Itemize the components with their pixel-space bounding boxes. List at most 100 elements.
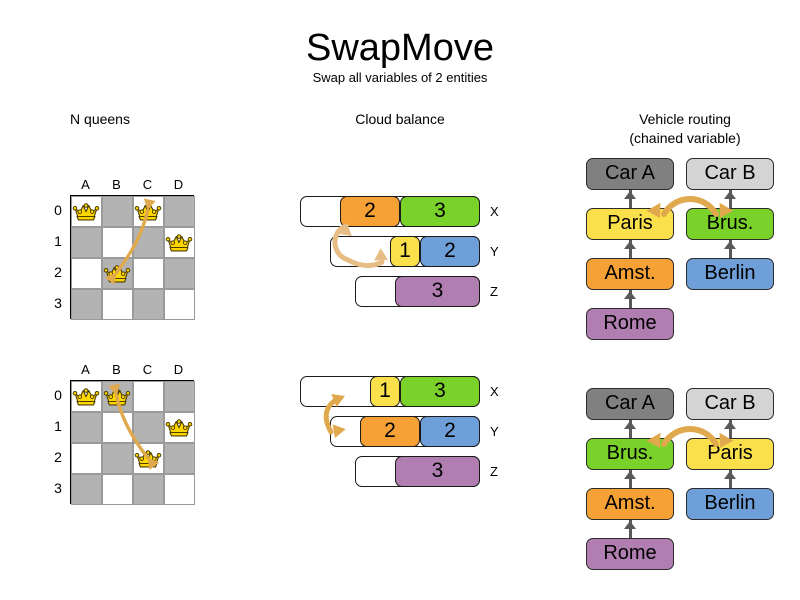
route-node-left-cara[interactable]: Car A <box>586 388 674 420</box>
cloud-swap-arrow <box>323 394 346 438</box>
route-link <box>728 190 732 208</box>
route-arrow-icon <box>724 191 736 199</box>
route-link <box>628 520 632 538</box>
board-column-label-B: B <box>112 177 121 192</box>
board-column-label-C: C <box>142 362 153 377</box>
board-cell-B3[interactable] <box>101 288 133 320</box>
cloud-process-Y-1[interactable]: 2 <box>420 236 480 267</box>
route-node-left-cara[interactable]: Car A <box>586 158 674 190</box>
board-column-label-D: D <box>173 362 184 377</box>
cloud-label-X: X <box>490 204 499 219</box>
section-title-cloud-balance: Cloud balance <box>355 111 445 127</box>
route-link <box>628 240 632 258</box>
cloud-process-Z-0[interactable]: 3 <box>395 456 480 487</box>
board-row-label-0: 0 <box>54 387 62 403</box>
route-link <box>728 470 732 488</box>
queen-icon <box>72 388 99 406</box>
cloud-swap-arrow <box>332 223 388 268</box>
queen-D1[interactable] <box>165 231 193 253</box>
route-arrow-icon <box>624 191 636 199</box>
cloud-label-Y: Y <box>490 424 499 439</box>
route-node-right-brus[interactable]: Brus. <box>686 208 774 240</box>
queen-D1[interactable] <box>165 416 193 438</box>
route-arrow-icon <box>624 421 636 429</box>
route-swap-arrow <box>646 426 734 448</box>
cloud-process-Y-1[interactable]: 2 <box>420 416 480 447</box>
board-cell-D3[interactable] <box>163 473 195 505</box>
chessboard-grid <box>70 380 195 505</box>
board-column-label-C: C <box>142 177 153 192</box>
board-cell-A2[interactable] <box>70 257 102 289</box>
cloud-process-Y-0[interactable]: 1 <box>390 236 420 267</box>
board-cell-A1[interactable] <box>70 411 102 443</box>
route-link <box>628 470 632 488</box>
cloud-process-X-0[interactable]: 2 <box>340 196 400 227</box>
board-cell-C3[interactable] <box>132 473 164 505</box>
board-column-label-D: D <box>173 177 184 192</box>
board-row-label-2: 2 <box>54 264 62 280</box>
board-cell-D2[interactable] <box>163 257 195 289</box>
route-arrow-icon <box>724 471 736 479</box>
queen-icon <box>165 419 192 437</box>
cloud-process-Y-0[interactable]: 2 <box>360 416 420 447</box>
board-cell-D2[interactable] <box>163 442 195 474</box>
board-cell-A3[interactable] <box>70 288 102 320</box>
route-node-left-amst[interactable]: Amst. <box>586 258 674 290</box>
section-title-routing-line1: Vehicle routing <box>639 111 731 127</box>
board-row-label-0: 0 <box>54 202 62 218</box>
cloud-label-Z: Z <box>490 464 498 479</box>
board-column-label-A: A <box>81 362 90 377</box>
board-cell-D3[interactable] <box>163 288 195 320</box>
chessboard-before: A B C D 0 1 2 3 <box>25 176 195 326</box>
board-cell-B3[interactable] <box>101 473 133 505</box>
route-node-right-carb[interactable]: Car B <box>686 158 774 190</box>
route-node-right-carb[interactable]: Car B <box>686 388 774 420</box>
cloud-process-Z-0[interactable]: 3 <box>395 276 480 307</box>
route-arrow-icon <box>624 241 636 249</box>
page-title: SwapMove <box>306 27 494 69</box>
board-cell-D0[interactable] <box>163 380 195 412</box>
route-arrow-icon <box>724 241 736 249</box>
board-cell-A3[interactable] <box>70 473 102 505</box>
board-row-label-3: 3 <box>54 295 62 311</box>
cloud-process-X-1[interactable]: 3 <box>400 376 480 407</box>
board-row-label-2: 2 <box>54 449 62 465</box>
board-cell-D0[interactable] <box>163 195 195 227</box>
queen-icon <box>72 203 99 221</box>
board-cell-A1[interactable] <box>70 226 102 258</box>
route-node-left-rome[interactable]: Rome <box>586 538 674 570</box>
route-swap-arrow <box>646 196 734 218</box>
board-cell-C3[interactable] <box>132 288 164 320</box>
route-arrow-icon <box>724 421 736 429</box>
queen-A0[interactable] <box>72 200 100 222</box>
board-column-label-A: A <box>81 177 90 192</box>
route-node-right-berlin[interactable]: Berlin <box>686 488 774 520</box>
route-arrow-icon <box>624 471 636 479</box>
cloud-process-X-0[interactable]: 1 <box>370 376 400 407</box>
section-title-routing-line2: (chained variable) <box>629 130 741 146</box>
route-link <box>628 420 632 438</box>
cloud-process-X-1[interactable]: 3 <box>400 196 480 227</box>
route-node-left-rome[interactable]: Rome <box>586 308 674 340</box>
route-arrow-icon <box>624 521 636 529</box>
board-row-label-1: 1 <box>54 233 62 249</box>
queen-A0[interactable] <box>72 385 100 407</box>
cloud-label-Y: Y <box>490 244 499 259</box>
route-link <box>628 190 632 208</box>
cloud-label-Z: Z <box>490 284 498 299</box>
board-cell-A2[interactable] <box>70 442 102 474</box>
route-link <box>728 240 732 258</box>
board-column-label-B: B <box>112 362 121 377</box>
route-node-left-amst[interactable]: Amst. <box>586 488 674 520</box>
route-node-right-paris[interactable]: Paris <box>686 438 774 470</box>
route-arrow-icon <box>624 291 636 299</box>
page-subtitle: Swap all variables of 2 entities <box>312 70 488 85</box>
board-row-label-1: 1 <box>54 418 62 434</box>
route-link <box>628 290 632 308</box>
queen-icon <box>165 234 192 252</box>
route-node-right-berlin[interactable]: Berlin <box>686 258 774 290</box>
